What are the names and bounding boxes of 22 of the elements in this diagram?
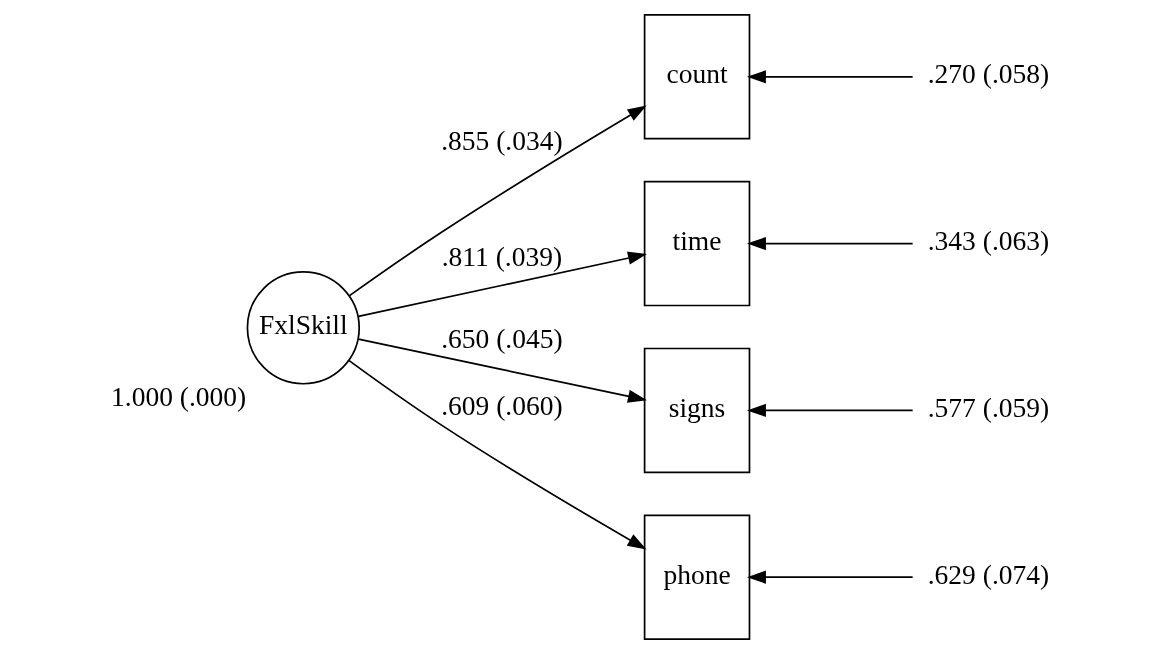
- node-text: .343 (.063): [927, 225, 1049, 257]
- arrow: [746, 403, 913, 417]
- node-box: signs: [643, 347, 750, 474]
- node-box: count: [643, 14, 750, 140]
- arrow: [746, 70, 913, 84]
- arrow: [347, 359, 646, 550]
- edge-label: .650 (.045): [440, 323, 563, 355]
- node-label: 1.000 (.000): [110, 380, 246, 412]
- node-box: time: [643, 180, 750, 307]
- arrow: [746, 570, 913, 584]
- node-text: .270 (.058): [927, 58, 1049, 90]
- arrow: [357, 251, 647, 318]
- node-text: .577 (.059): [927, 391, 1049, 423]
- arrow: [357, 338, 647, 403]
- edge-label: .609 (.060): [440, 390, 563, 422]
- edge-label: .855 (.034): [440, 125, 563, 157]
- node-box: phone: [643, 514, 750, 640]
- node-circle: FxlSkill: [246, 271, 360, 385]
- edge-label: .811 (.039): [441, 240, 562, 272]
- node-text: .629 (.074): [927, 558, 1049, 590]
- arrow: [348, 105, 647, 297]
- arrow: [746, 237, 913, 251]
